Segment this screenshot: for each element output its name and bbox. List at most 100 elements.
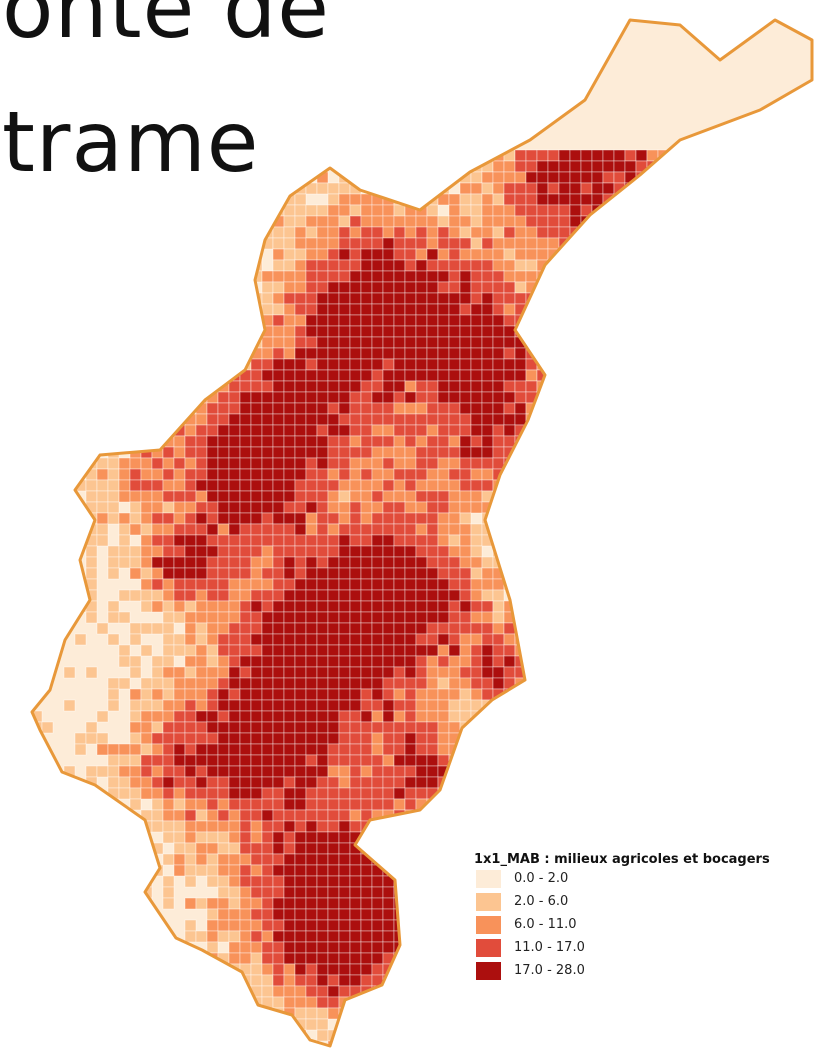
grid-cell <box>217 754 230 767</box>
grid-cell <box>261 710 274 723</box>
grid-cell <box>525 149 538 162</box>
grid-cell <box>349 578 362 591</box>
grid-cell <box>492 765 505 778</box>
grid-cell <box>250 446 263 459</box>
grid-cell <box>404 490 417 503</box>
grid-cell <box>404 897 417 910</box>
grid-cell <box>558 248 571 261</box>
grid-cell <box>239 237 252 250</box>
grid-cell <box>151 776 164 789</box>
grid-cell <box>228 699 241 712</box>
grid-cell <box>74 182 87 195</box>
grid-cell <box>118 556 131 569</box>
grid-cell <box>547 490 560 503</box>
grid-cell <box>283 1018 296 1031</box>
grid-cell <box>569 732 582 745</box>
grid-cell <box>184 512 197 525</box>
grid-cell <box>525 446 538 459</box>
grid-cell <box>613 699 626 712</box>
grid-cell <box>448 831 461 844</box>
grid-cell <box>195 688 208 701</box>
grid-cell <box>668 721 681 734</box>
grid-cell <box>426 446 439 459</box>
grid-cell <box>327 336 340 349</box>
grid-cell <box>481 787 494 800</box>
grid-cell <box>151 501 164 514</box>
grid-cell <box>393 281 406 294</box>
grid-cell <box>800 380 812 393</box>
grid-cell <box>514 281 527 294</box>
grid-cell <box>503 237 516 250</box>
grid-cell <box>272 908 285 921</box>
grid-cell <box>118 743 131 756</box>
grid-cell <box>448 589 461 602</box>
grid-cell <box>558 688 571 701</box>
grid-cell <box>173 545 186 558</box>
grid-cell <box>470 259 483 272</box>
grid-cell <box>250 589 263 602</box>
grid-cell <box>74 237 87 250</box>
grid-cell <box>305 1018 318 1031</box>
grid-cell <box>481 248 494 261</box>
grid-cell <box>481 281 494 294</box>
grid-cell <box>459 1029 472 1042</box>
grid-cell <box>140 490 153 503</box>
grid-cell <box>294 622 307 635</box>
grid-cell <box>283 303 296 316</box>
grid-cell <box>96 204 109 217</box>
grid-cell <box>283 391 296 404</box>
grid-cell <box>96 490 109 503</box>
grid-cell <box>173 468 186 481</box>
grid-cell <box>800 325 812 338</box>
grid-cell <box>558 809 571 822</box>
grid-cell <box>217 633 230 646</box>
grid-cell <box>470 765 483 778</box>
grid-cell <box>701 182 714 195</box>
grid-cell <box>459 336 472 349</box>
grid-cell <box>591 589 604 602</box>
grid-cell <box>305 743 318 756</box>
grid-cell <box>272 325 285 338</box>
grid-cell <box>184 820 197 833</box>
grid-cell <box>745 589 758 602</box>
grid-cell <box>679 446 692 459</box>
grid-cell <box>206 193 219 206</box>
grid-cell <box>316 633 329 646</box>
grid-cell <box>800 468 812 481</box>
grid-cell <box>470 369 483 382</box>
grid-cell <box>503 292 516 305</box>
grid-cell <box>129 699 142 712</box>
grid-cell <box>778 149 791 162</box>
grid-cell <box>85 985 98 998</box>
grid-cell <box>118 512 131 525</box>
grid-cell <box>514 182 527 195</box>
grid-cell <box>217 468 230 481</box>
grid-cell <box>470 424 483 437</box>
grid-cell <box>107 611 120 624</box>
grid-cell <box>206 941 219 954</box>
grid-cell <box>305 523 318 536</box>
grid-cell <box>811 369 812 382</box>
grid-cell <box>305 963 318 976</box>
grid-cell <box>272 809 285 822</box>
grid-cell <box>20 304 31 315</box>
grid-cell <box>162 853 175 866</box>
grid-cell <box>591 699 604 712</box>
grid-cell <box>371 600 384 613</box>
grid-cell <box>217 688 230 701</box>
grid-cell <box>206 435 219 448</box>
grid-cell <box>74 809 87 822</box>
grid-cell <box>712 512 725 525</box>
grid-cell <box>437 303 450 316</box>
grid-cell <box>514 193 527 206</box>
grid-cell <box>283 248 296 261</box>
grid-cell <box>85 666 98 679</box>
grid-cell <box>459 886 472 899</box>
grid-cell <box>668 1018 681 1031</box>
grid-cell <box>415 655 428 668</box>
grid-cell <box>470 402 483 415</box>
grid-cell <box>679 787 692 800</box>
grid-cell <box>184 831 197 844</box>
grid-cell <box>415 688 428 701</box>
grid-cell <box>338 644 351 657</box>
